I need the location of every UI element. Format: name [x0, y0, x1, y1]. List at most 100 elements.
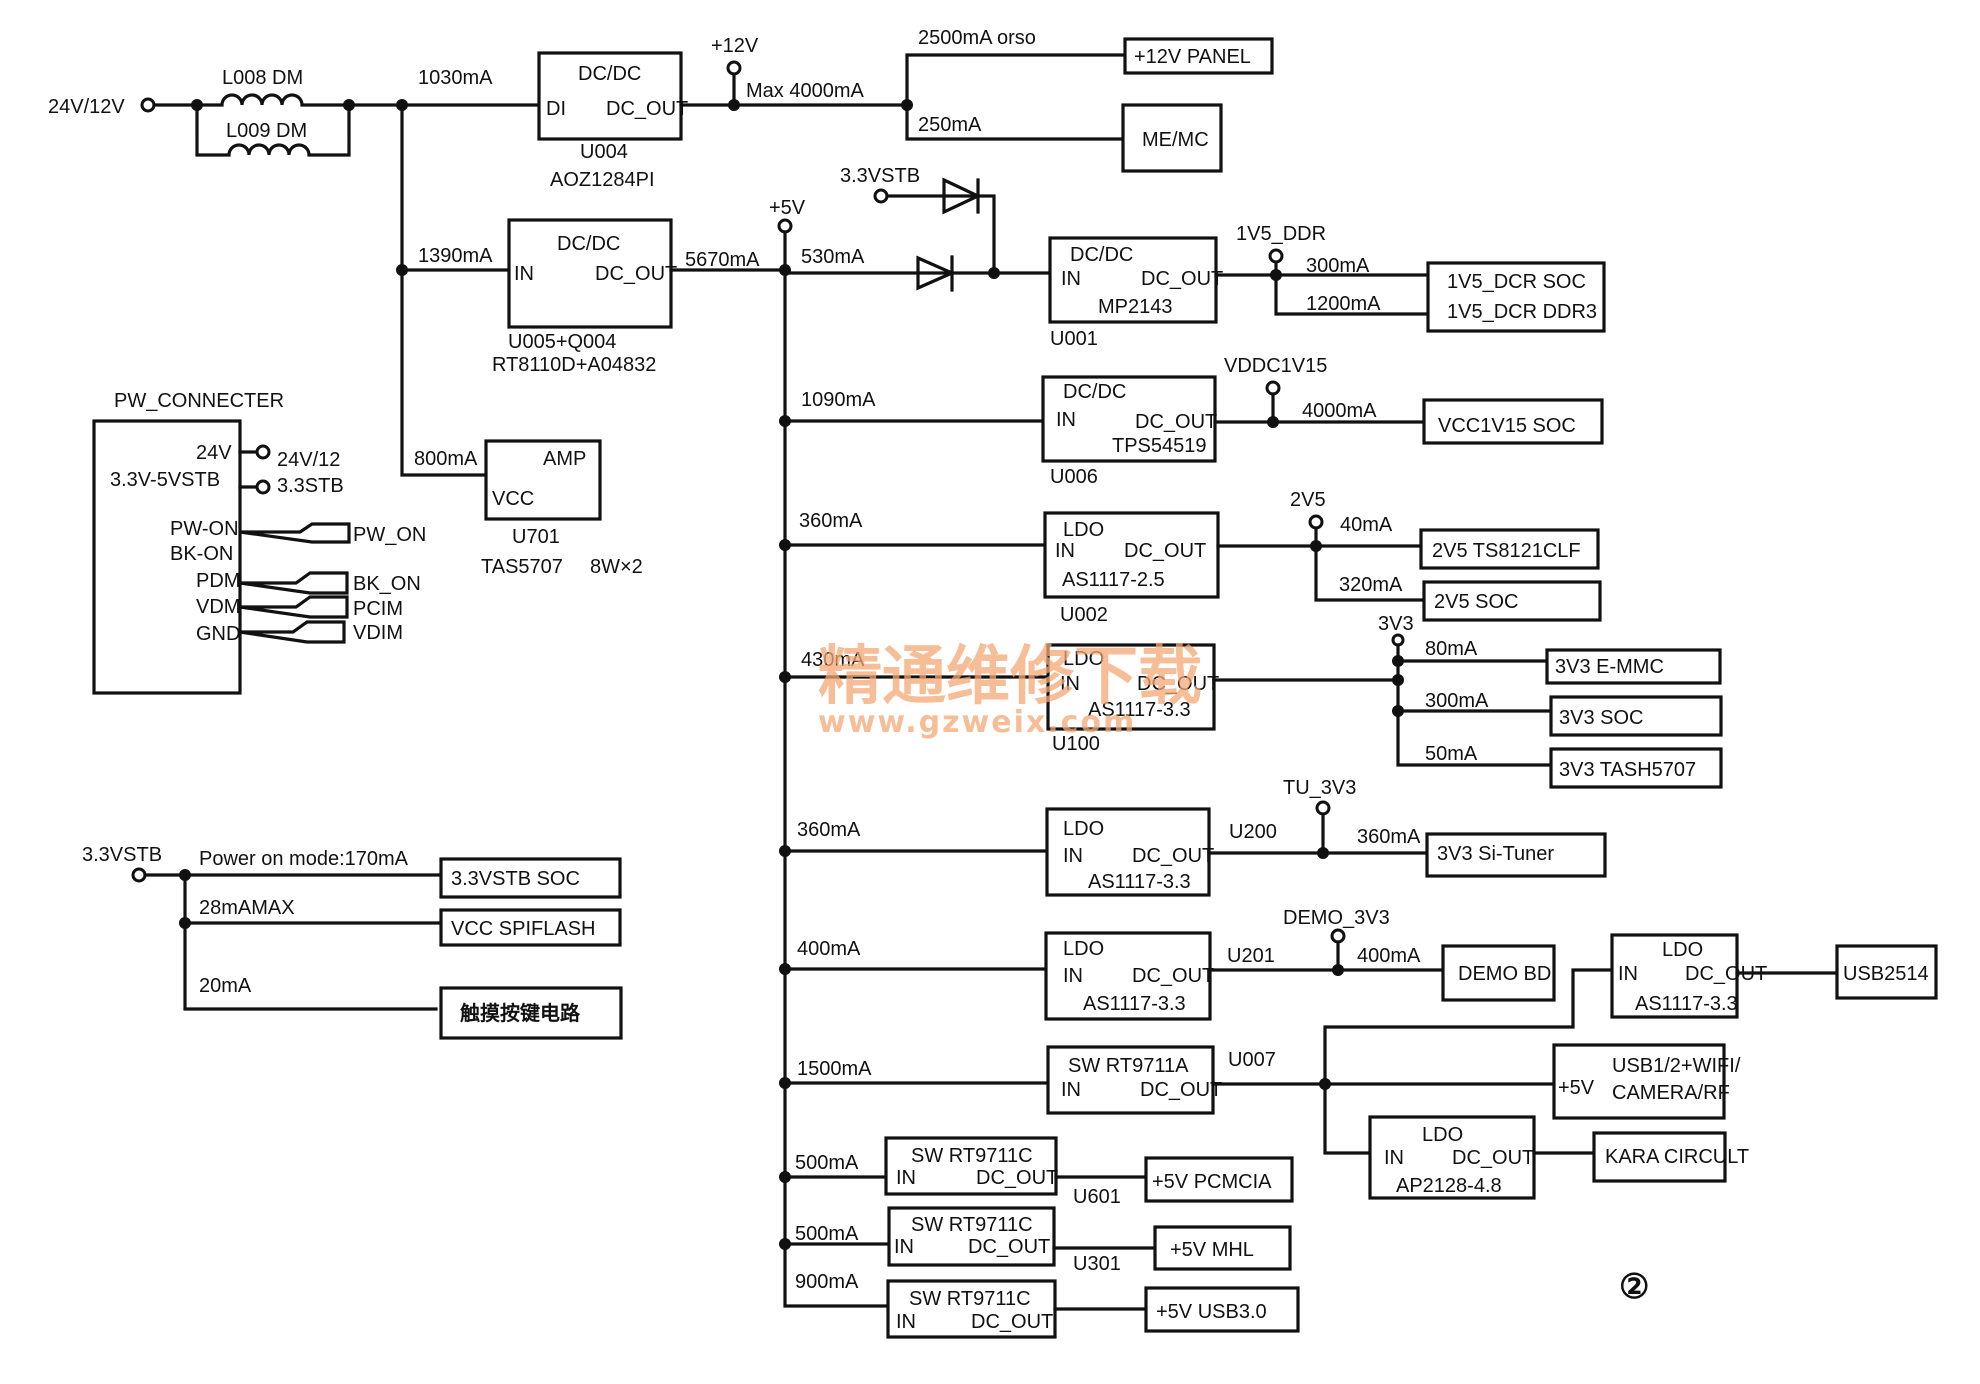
amp-ref: U701	[512, 526, 560, 548]
rail-12v-current: Max 4000mA	[746, 80, 864, 102]
switch-u301: 500mA SW RT9711C IN DC_OUT U301 +5V MHL	[779, 1206, 1292, 1275]
u005-box	[507, 218, 673, 329]
amp-pin-vcc: VCC	[492, 488, 534, 510]
usb-ldo-part: AS1117-3.3	[1635, 993, 1738, 1015]
connector-24v-rail: 24V/12	[277, 449, 340, 471]
usb-ldo-feed	[1323, 968, 1614, 1086]
memc-current: 250mA	[918, 114, 982, 136]
demo-load-label: DEMO BD	[1458, 963, 1551, 985]
tuner-load-box	[1425, 832, 1607, 878]
u006-type: DC/DC	[1063, 381, 1126, 403]
switch-u601: 500mA SW RT9711C IN DC_OUT U601 +5V PCMC…	[779, 1136, 1294, 1208]
u006-box	[1041, 375, 1217, 463]
connector-24v-terminal	[255, 444, 271, 460]
junction	[988, 267, 1000, 279]
memc-wire	[905, 103, 1125, 141]
u005-block: DC/DC IN DC_OUT U005+Q004 RT8110D+A04832…	[492, 197, 890, 1308]
connector-pin-vdm: VDM	[196, 596, 240, 618]
watermark-url: www.gzweix.com	[818, 705, 1136, 740]
2v5-soc-current: 320mA	[1339, 574, 1403, 596]
memc-load-label: ME/MC	[1142, 129, 1209, 151]
u007-in-current: 1500mA	[797, 1058, 872, 1080]
kara-ldo-type: LDO	[1422, 1124, 1463, 1146]
u001-ref: U001	[1050, 328, 1098, 350]
u100-pin-out: DC_OUT	[1137, 673, 1219, 695]
u201-box	[1044, 931, 1212, 1021]
junction	[1317, 847, 1329, 859]
usb-ldo-box	[1610, 933, 1739, 1019]
pw-connector: PW_CONNECTER 24V 3.3V-5VSTB PW-ON BK-ON …	[92, 390, 426, 695]
u004-part: AOZ1284PI	[550, 169, 655, 191]
u100-block: 430mA LDO IN DC_OUT AS1117-3.3 U100 3V3 …	[779, 613, 1723, 789]
signal-flag-pwon	[239, 522, 351, 544]
u200-block: 360mA LDO IN DC_OUT AS1117-3.3 U200 TU_3…	[779, 777, 1607, 897]
kara-ldo-box	[1368, 1115, 1536, 1200]
u200-ref: U200	[1229, 821, 1277, 843]
u001-stb-label: 3.3VSTB	[840, 165, 920, 187]
kara-ldo-part: AP2128-4.8	[1396, 1175, 1502, 1197]
vcc1v15-current: 4000mA	[1302, 400, 1377, 422]
switch-usb3: 900mA SW RT9711C IN DC_OUT +5V USB3.0	[795, 1271, 1300, 1339]
usb-load-line1: USB1/2+WIFI/	[1612, 1055, 1741, 1077]
amp-block: AMP VCC U701 TAS5707 8W×2	[481, 439, 643, 578]
rail-5v-terminal	[777, 218, 793, 234]
u007-pin-out: DC_OUT	[1140, 1079, 1222, 1101]
u005-pin-out: DC_OUT	[595, 263, 677, 285]
amp-title: AMP	[543, 448, 586, 470]
usb-load-pin: +5V	[1558, 1077, 1595, 1099]
memc-load-box	[1121, 103, 1223, 173]
u200-type: LDO	[1063, 818, 1104, 840]
u002-part: AS1117-2.5	[1062, 569, 1165, 591]
u006-pin-out: DC_OUT	[1135, 411, 1217, 433]
3v3-soc-load-label: 3V3 SOC	[1559, 707, 1643, 729]
ddr-soc-label: 1V5_DCR SOC	[1447, 271, 1586, 293]
usb3-switch-box	[886, 1279, 1057, 1339]
amp-input-current: 800mA	[414, 448, 478, 470]
input-label: 24V/12V	[48, 96, 125, 118]
u007-block: 1500mA SW RT9711A IN DC_OUT U007 LDO IN …	[779, 933, 1938, 1200]
panel-load-box	[1123, 37, 1274, 75]
usb3-switch-pin-in: IN	[896, 1311, 916, 1333]
rail-demo-terminal	[1330, 928, 1346, 944]
u100-part: AS1117-3.3	[1088, 699, 1191, 721]
tash-current: 50mA	[1425, 743, 1478, 765]
u001-stb-terminal	[873, 188, 889, 204]
u005-ref: U005+Q004	[508, 331, 616, 353]
u002-box	[1043, 511, 1220, 599]
stb-touch-box	[439, 986, 623, 1040]
u200-pin-out: DC_OUT	[1132, 845, 1214, 867]
ts8121-load-box	[1419, 528, 1600, 570]
u301-title: SW RT9711C	[911, 1214, 1033, 1236]
signal-flag-pcim	[239, 595, 349, 619]
u004-box	[537, 51, 683, 141]
stb-source-label: 3.3VSTB	[82, 844, 162, 866]
ddr3-label: 1V5_DCR DDR3	[1447, 301, 1597, 323]
usb-load-box	[1552, 1043, 1726, 1120]
connector-pin-24v: 24V	[196, 442, 232, 464]
pcmcia-load-label: +5V PCMCIA	[1152, 1171, 1272, 1193]
u601-pin-in: IN	[896, 1167, 916, 1189]
u006-ref: U006	[1050, 466, 1098, 488]
u100-box	[1046, 643, 1216, 731]
usb2514-label: USB2514	[1843, 963, 1929, 985]
u301-pin-out: DC_OUT	[968, 1236, 1050, 1258]
kara-load-label: KARA CIRCULT	[1605, 1146, 1749, 1168]
usb3-load-label: +5V USB3.0	[1156, 1301, 1267, 1323]
emmc-load-label: 3V3 E-MMC	[1555, 656, 1664, 678]
u005-part: RT8110D+A04832	[492, 354, 656, 376]
mhl-load-label: +5V MHL	[1170, 1239, 1254, 1261]
amp-box	[484, 439, 602, 521]
connector-pin-pwon: PW-ON	[170, 518, 239, 540]
2v5-soc-load-label: 2V5 SOC	[1434, 591, 1518, 613]
l008-inductor-icon	[195, 93, 351, 107]
rail-2v5-terminal	[1308, 514, 1324, 530]
u004-pin-out: DC_OUT	[606, 98, 688, 120]
stb-terminal	[131, 867, 147, 883]
u601-pin-out: DC_OUT	[976, 1167, 1058, 1189]
3v3-soc-load-box	[1549, 695, 1723, 737]
u001-stb-wire	[885, 194, 996, 275]
u007-title: SW RT9711A	[1068, 1055, 1189, 1077]
u100-ref: U100	[1052, 733, 1100, 755]
signal-vdim-label: VDIM	[353, 622, 403, 644]
rail-demo-label: DEMO_3V3	[1283, 907, 1390, 929]
